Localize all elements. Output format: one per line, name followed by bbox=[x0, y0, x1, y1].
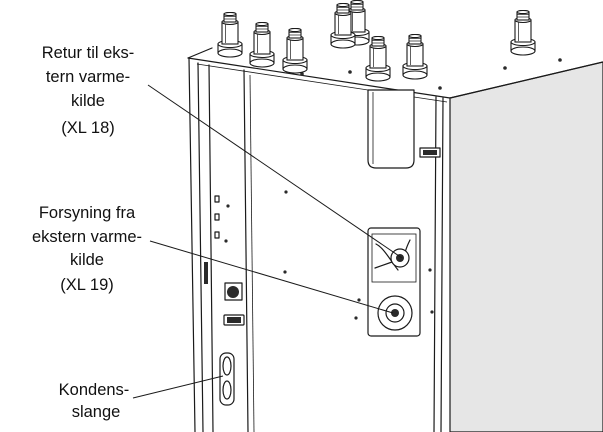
left-front-components bbox=[219, 282, 245, 406]
pipe-connection bbox=[511, 10, 535, 55]
callout-line: tern varme- bbox=[46, 68, 130, 86]
leader-line-xl18 bbox=[147, 84, 403, 259]
callout-condensate-hose: Kondens- slange bbox=[59, 381, 130, 421]
pipe-connection bbox=[366, 36, 390, 81]
pipe-connection bbox=[403, 34, 427, 79]
pipe-connection bbox=[250, 22, 274, 67]
callout-line: Retur til eks- bbox=[42, 44, 135, 62]
callout-line: (XL 19) bbox=[60, 276, 114, 294]
callout-return-xl18: Retur til eks- tern varme- kilde (XL 18) bbox=[42, 44, 135, 137]
connection-box bbox=[367, 227, 421, 337]
leader-line-condensate bbox=[132, 375, 224, 399]
supply-fitting-xl19 bbox=[377, 295, 413, 331]
callout-line: Kondens- bbox=[59, 381, 130, 399]
callout-line: slange bbox=[72, 403, 121, 421]
callout-line: Forsyning fra bbox=[39, 204, 136, 222]
return-fitting-xl18 bbox=[390, 248, 410, 268]
callout-line: ekstern varme- bbox=[32, 228, 142, 246]
pipe-connection bbox=[218, 12, 242, 57]
callout-supply-xl19: Forsyning fra ekstern varme- kilde (XL 1… bbox=[32, 204, 142, 294]
pipe-connection bbox=[283, 28, 307, 73]
callout-line: kilde bbox=[71, 92, 105, 110]
side-panel bbox=[449, 61, 603, 432]
front-screws bbox=[224, 190, 434, 320]
top-pipe-connections bbox=[218, 0, 535, 81]
knob bbox=[227, 286, 239, 298]
leader-line-xl19 bbox=[149, 240, 394, 314]
callout-line: (XL 18) bbox=[61, 119, 115, 137]
condensate-hose-outlet bbox=[219, 352, 235, 406]
frame-bracket bbox=[419, 147, 441, 158]
bracket-plate bbox=[367, 89, 415, 169]
callout-line: kilde bbox=[70, 251, 104, 269]
